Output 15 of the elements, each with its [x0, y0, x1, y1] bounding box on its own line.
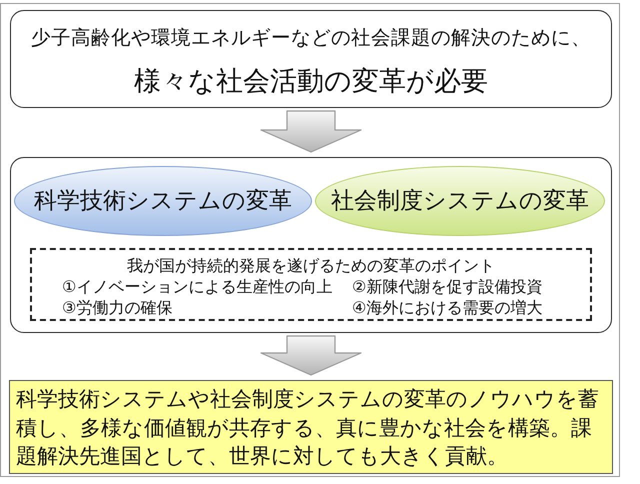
block-arrow	[260, 110, 362, 153]
points-heading: 我が国が持続的発展を遂げるための変革のポイント	[127, 255, 495, 276]
rounded-panel	[10, 157, 612, 333]
dashed-box	[30, 248, 592, 321]
point-item: ③労働力の確保	[62, 297, 172, 318]
ellipse-label: 社会制度システムの変革	[331, 187, 589, 216]
ellipse-label: 科学技術システムの変革	[34, 187, 292, 216]
point-item: ④海外における需要の増大	[352, 297, 542, 318]
point-item: ②新陳代謝を促す設備投資	[352, 276, 542, 297]
summary-text: 科学技術システムや社会制度システムの変革のノウハウを蓄積し、多様な価値観が共存する、真に豊かな社会を構築。課題解決先進国として、世界に対しても大きく貢献。	[16, 386, 600, 470]
rounded-box	[10, 10, 612, 108]
intro-text: 少子高齢化や環境エネルギーなどの社会課題の解決のために、	[31, 25, 591, 51]
block-arrow	[260, 335, 362, 376]
point-item: ①イノベーションによる生産性の向上	[62, 276, 332, 297]
headline-text: 様々な社会活動の変革が必要	[134, 65, 488, 99]
